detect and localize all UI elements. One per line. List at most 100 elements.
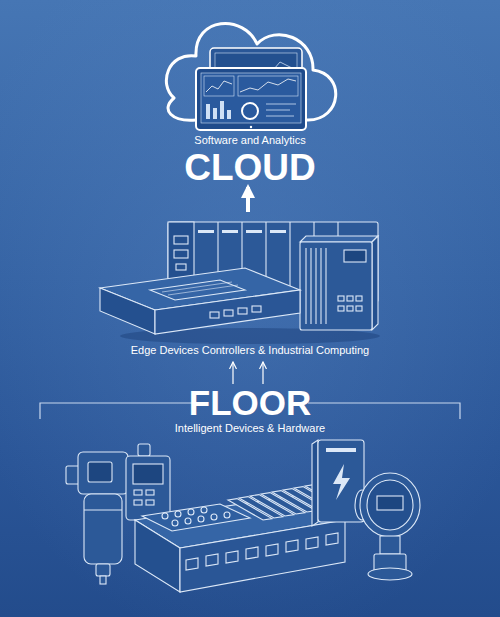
dashboard-screen-front [240, 79, 296, 92]
filter-regulator [100, 576, 106, 584]
industrial-pc [300, 236, 378, 242]
filter-regulator [84, 509, 122, 510]
dashboard-screen-front [220, 101, 224, 119]
valve-manifold [246, 547, 258, 559]
industrial-pc [310, 248, 311, 324]
valve-manifold [266, 544, 278, 556]
dashboard-screen-front [213, 108, 217, 119]
pressure-transmitter [368, 568, 412, 580]
cloud-tier: Software and AnalyticsCLOUD [150, 5, 350, 187]
pressure-transmitter [367, 480, 413, 530]
power-supply [326, 448, 356, 452]
floor-bracket [40, 403, 192, 419]
industrial-pc [305, 248, 306, 324]
flow-arrow [262, 362, 263, 384]
filter-regulator [134, 490, 142, 495]
valve-manifold [211, 514, 217, 520]
industrial-pc [372, 236, 378, 330]
filter-regulator [126, 456, 170, 520]
filter-regulator [138, 444, 150, 456]
pressure-transmitter [360, 473, 420, 537]
filter-regulator [134, 500, 142, 505]
valve-manifold [162, 513, 168, 519]
pressure-transmitter [377, 496, 403, 510]
flow-arrow [232, 362, 233, 384]
dashboard-screen-front [196, 68, 306, 130]
valve-manifold [185, 518, 191, 524]
edge-gateway-box [100, 268, 300, 334]
valve-manifold [180, 520, 345, 592]
edge-gateway-box [155, 290, 300, 334]
valve-manifold [172, 520, 178, 526]
industrial-pc [300, 242, 372, 330]
power-supply [333, 464, 350, 500]
controller-rack [246, 230, 262, 233]
dashboard-screen-front [206, 81, 232, 92]
valve-manifold [186, 558, 198, 570]
industrial-pc [347, 296, 353, 301]
industrial-pc [300, 236, 378, 330]
valve-manifold [142, 504, 250, 531]
tier-caption: Software and Analytics [150, 133, 350, 147]
filter-regulator [96, 564, 110, 576]
filter-regulator [78, 452, 128, 494]
pressure-transmitter [380, 536, 400, 554]
valve-manifold [306, 537, 318, 549]
valve-manifold [175, 511, 181, 517]
power-supply [312, 440, 318, 526]
industrial-pc [320, 248, 321, 324]
dashboard-screen-front [242, 103, 258, 119]
filter-regulator [133, 464, 163, 484]
edge-gateway-box [162, 282, 232, 292]
edge-gateway-box [210, 312, 219, 318]
edge-gateway-box [150, 280, 245, 300]
industrial-pc [338, 306, 344, 311]
controller-rack [198, 230, 214, 233]
tier-caption: Edge Devices Controllers & Industrial Co… [95, 343, 405, 357]
valve-manifold [224, 512, 230, 518]
dashboard-screen-front [201, 73, 301, 123]
industrial-pc [356, 306, 362, 311]
dashboard-screen-front [266, 110, 290, 111]
valve-manifold [188, 509, 194, 515]
edge-gateway-box [238, 308, 247, 314]
dashboard-screen-front [238, 76, 298, 96]
edge-gateway-box [100, 288, 155, 334]
filter-regulator [84, 494, 122, 564]
controller-rack [174, 236, 188, 244]
industrial-pc [344, 250, 366, 262]
filter-regulator [146, 500, 154, 505]
filter-regulator [146, 490, 154, 495]
dashboard-screen-front [250, 126, 252, 128]
edge-gateway-box [168, 285, 238, 295]
tier-caption: Intelligent Devices & Hardware [20, 421, 480, 435]
industrial-pc [325, 248, 326, 324]
valve-manifold [198, 516, 204, 522]
controller-rack [174, 250, 188, 258]
dashboard-screen-front [196, 68, 306, 130]
tier-heading: FLOOR [20, 384, 480, 422]
flow-arrow [246, 187, 250, 212]
industrial-pc [338, 296, 344, 301]
controller-rack [222, 230, 238, 233]
dashboard-screen-front [266, 116, 294, 117]
valve-manifold [326, 533, 338, 545]
dashboard-screen-front [206, 104, 210, 119]
floor-bracket [308, 403, 460, 419]
industrial-pc [356, 296, 362, 301]
industrial-pc [347, 306, 353, 311]
valve-manifold [206, 554, 218, 566]
controller-rack [176, 264, 186, 270]
valve-manifold [286, 540, 298, 552]
filter-regulator [88, 462, 112, 482]
floor-tier: FLOORIntelligent Devices & Hardware [20, 384, 480, 609]
dashboard-screen-front [204, 76, 234, 96]
valve-manifold [226, 551, 238, 563]
tier-heading: CLOUD [150, 147, 350, 189]
valve-manifold [201, 507, 207, 513]
edge-gateway-box [252, 306, 261, 312]
